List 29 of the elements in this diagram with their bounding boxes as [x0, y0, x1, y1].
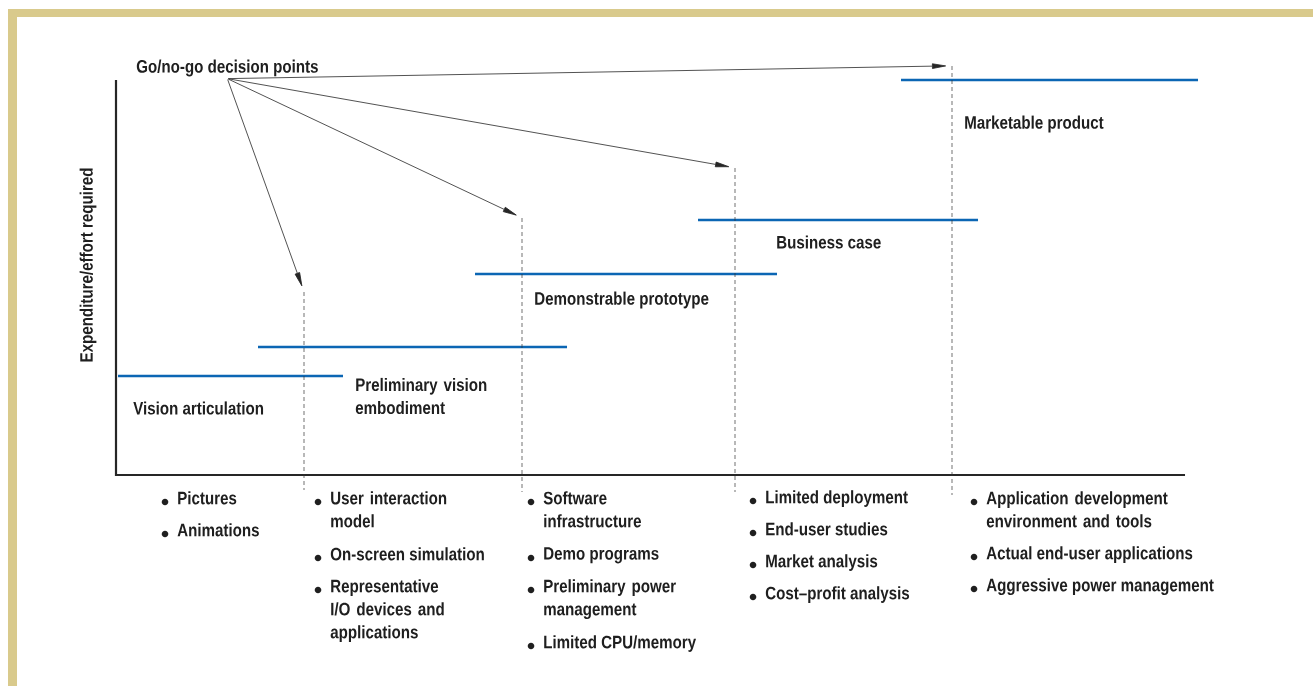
list-item: Actual end-user applications	[970, 546, 1193, 563]
list-item: End-user studies	[749, 522, 888, 537]
list-item: Animations	[161, 523, 259, 538]
list-item: Limited deployment	[749, 490, 908, 507]
list-item: Aggressive power management	[970, 578, 1214, 596]
list-item: Software infrastructure	[527, 491, 641, 528]
list-item: Market analysis	[749, 554, 878, 571]
list-item: On-screen simulation	[314, 547, 484, 562]
arrow	[227, 63, 947, 79]
list-item: Preliminary power management	[527, 579, 676, 620]
decision-line	[951, 65, 953, 496]
arrow	[227, 78, 517, 216]
decision-line	[734, 167, 736, 493]
heading: Go/no-go decision points	[136, 59, 318, 77]
list-item: Application development environment and tools	[970, 491, 1168, 528]
list-item: Pictures	[161, 491, 237, 506]
list-item: User interaction model	[314, 491, 447, 528]
decision-line	[303, 291, 305, 491]
list-item: Representative I/O devices and applications	[314, 579, 444, 642]
list-item: Cost–profit analysis	[749, 586, 910, 603]
list-item: Limited CPU/memory	[527, 635, 696, 652]
axis-label: Expenditure/effort required	[79, 168, 97, 362]
decision-line	[521, 217, 523, 493]
phase-label: Business case	[777, 235, 881, 249]
arrow	[227, 79, 303, 287]
arrow	[227, 78, 730, 168]
phase-label: Demonstrable prototype	[535, 291, 709, 309]
list-item: Demo programs	[527, 547, 659, 564]
phase-label: Preliminary vision embodiment	[355, 377, 487, 415]
